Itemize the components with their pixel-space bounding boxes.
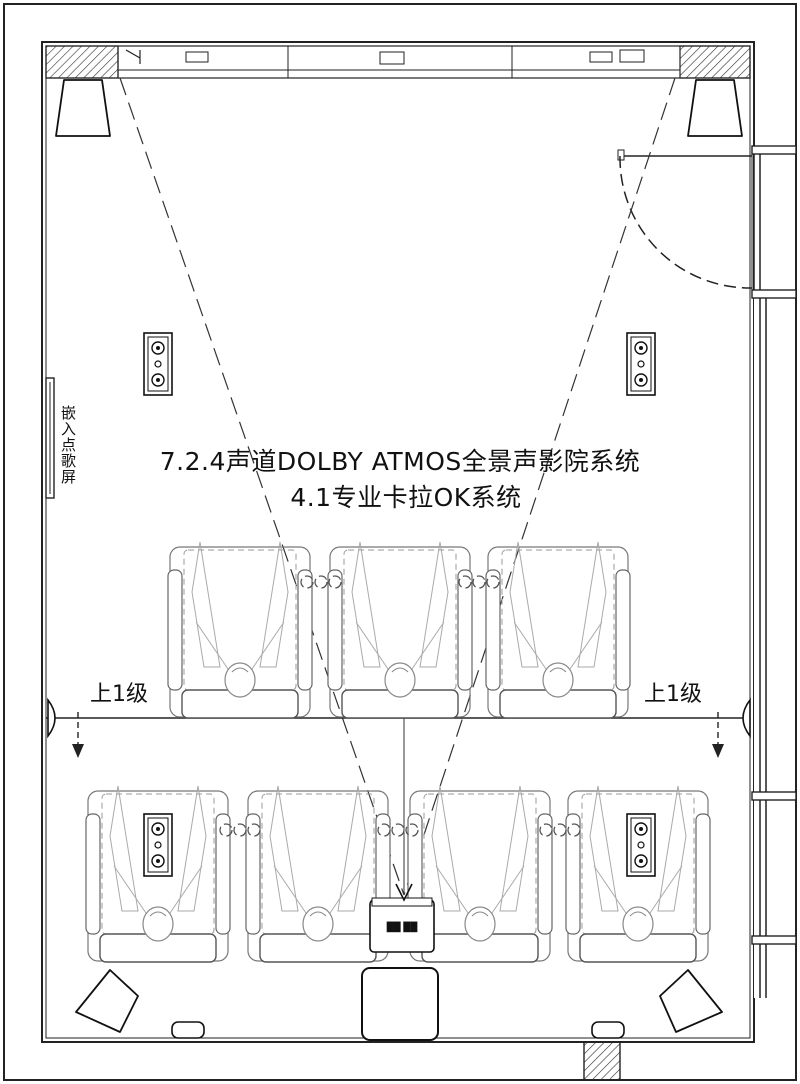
rear-right-corner-speaker [659, 969, 723, 1033]
system-title-line2: 4.1专业卡拉OK系统 [290, 483, 522, 512]
side-left-speaker [143, 332, 173, 396]
front-left-speaker [55, 79, 111, 137]
step-label-left: 上1级 [90, 682, 148, 707]
side-right-speaker [626, 332, 656, 396]
seat-back-row-2 [327, 541, 473, 719]
seat-back-row-1 [167, 541, 313, 719]
seat-back-row-3 [485, 541, 631, 719]
door-swing [619, 155, 753, 289]
step-label-right: 上1级 [644, 682, 702, 707]
rear-right-surround-speaker [626, 813, 656, 877]
rear-right-small-speaker [591, 1021, 625, 1039]
inner-wall [41, 41, 755, 1043]
column [583, 1041, 621, 1081]
subwoofer [361, 967, 439, 1041]
seat-front-row-2 [245, 785, 391, 963]
front-right-speaker [687, 79, 743, 137]
rear-left-corner-speaker [75, 969, 139, 1033]
rear-left-surround-speaker [143, 813, 173, 877]
embedded-screen-label: 嵌入点歌屏 [59, 405, 77, 485]
equipment-label: ██ ██ [386, 921, 419, 933]
right-wall-light [742, 697, 751, 739]
rear-left-small-speaker [171, 1021, 205, 1039]
left-wall-light [47, 697, 56, 739]
system-title-line1: 7.2.4声道DOLBY ATMOS全景声影院系统 [159, 447, 641, 476]
